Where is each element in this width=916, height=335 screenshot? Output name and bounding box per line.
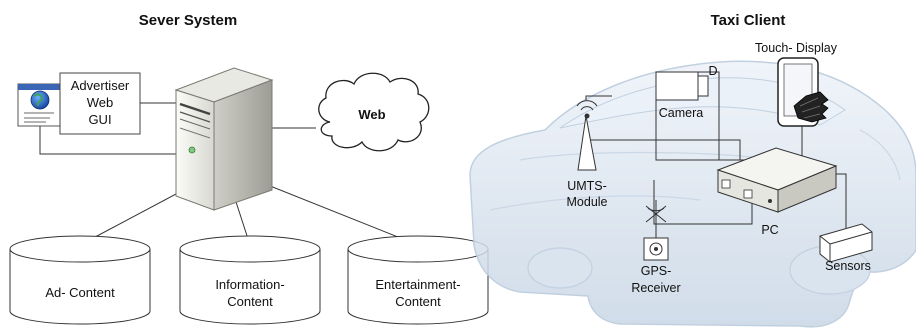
database-ad-content: Ad- Content (9, 235, 151, 325)
pc-label: PC (761, 223, 778, 237)
taxi-client-title: Taxi Client (711, 12, 786, 29)
database-label: Entertainment- (375, 277, 460, 292)
database-information-content: Information- Content (179, 235, 321, 325)
server-system-title: Sever System (139, 12, 237, 29)
database-label: Content (227, 294, 273, 309)
database-label: Ad- Content (45, 285, 115, 300)
camera-glyph: D (708, 64, 717, 78)
gps-label-line-2: Receiver (631, 281, 680, 295)
server-tower-icon (174, 67, 274, 211)
advertiser-gui-line-2: Web (87, 95, 114, 110)
gps-label-line-1: GPS- (641, 264, 672, 278)
advertiser-gui-line-3: GUI (88, 112, 111, 127)
database-entertainment-content: Entertainment- Content (347, 235, 489, 325)
camera-label: Camera (659, 106, 704, 120)
camera-icon: D Camera (655, 64, 718, 120)
umts-antenna-icon: UMTS- Module (567, 100, 608, 209)
touch-display-label: Touch- Display (755, 41, 838, 55)
database-label: Content (395, 294, 441, 309)
umts-label-line-2: Module (567, 195, 608, 209)
advertiser-web-gui-box: Advertiser Web GUI (59, 72, 141, 135)
gps-receiver-icon: GPS- Receiver (631, 200, 681, 295)
car-silhouette (469, 60, 916, 328)
database-label: Information- (215, 277, 284, 292)
touch-display-icon: Touch- Display (755, 41, 838, 127)
sensors-icon: Sensors (819, 223, 873, 273)
web-label: Web (358, 107, 385, 122)
umts-label-line-1: UMTS- (567, 179, 607, 193)
web-cloud-icon: Web (318, 72, 430, 152)
sensors-label: Sensors (825, 259, 871, 273)
browser-window-icon (17, 83, 61, 127)
advertiser-gui-line-1: Advertiser (71, 78, 130, 93)
pc-box-icon: PC (716, 147, 838, 237)
